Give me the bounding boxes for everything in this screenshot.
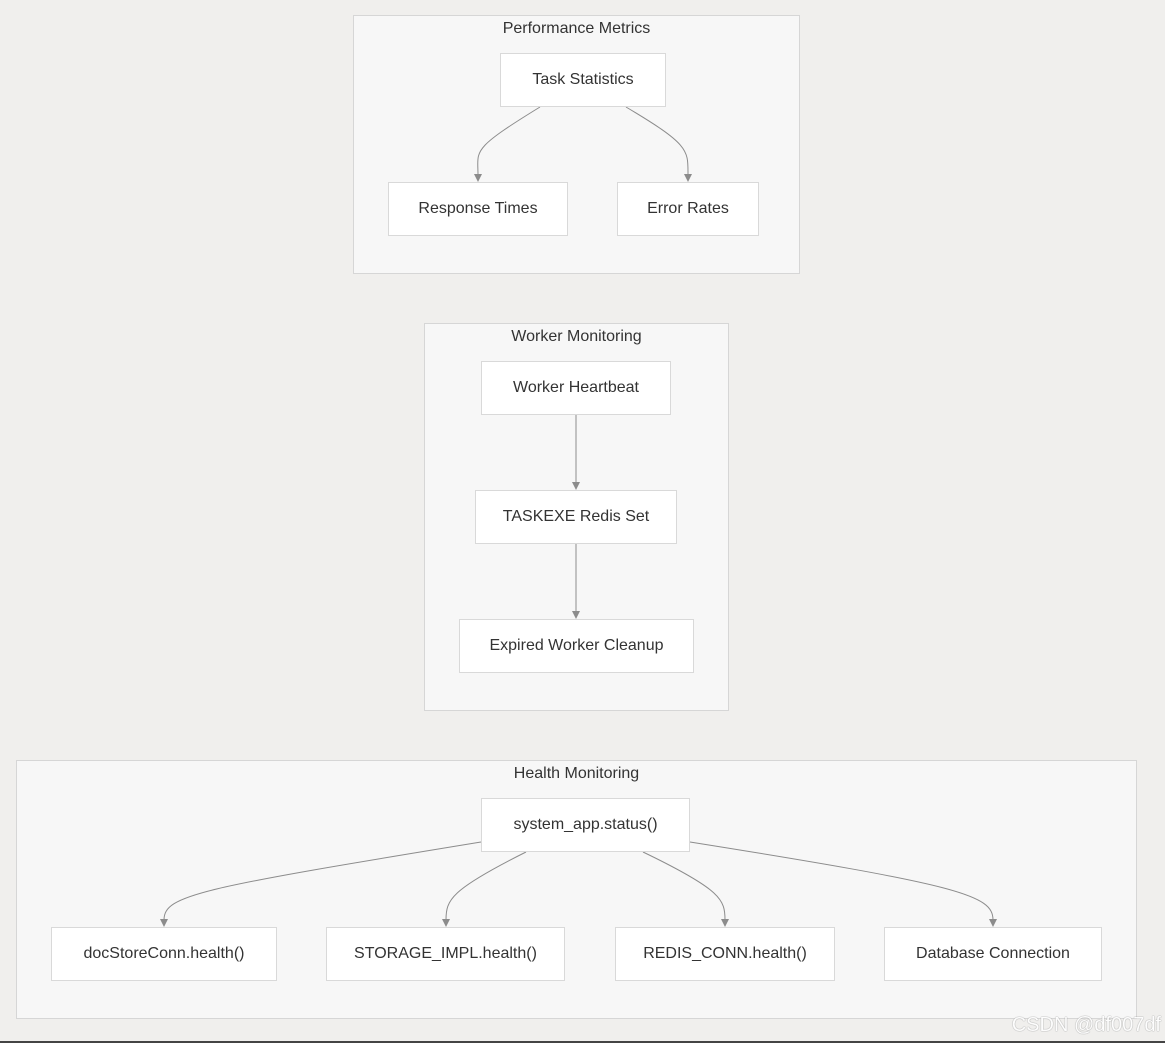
node-label: Worker Heartbeat (513, 379, 639, 396)
node-label: system_app.status() (513, 816, 658, 833)
node-label: Error Rates (647, 200, 729, 217)
node-response-times[interactable]: Response Times (388, 182, 568, 236)
node-error-rates[interactable]: Error Rates (617, 182, 759, 236)
node-database-connection[interactable]: Database Connection (884, 927, 1102, 981)
watermark: CSDN @df007df (1011, 1014, 1161, 1036)
bottom-border (0, 1041, 1165, 1043)
node-redis-conn-health[interactable]: REDIS_CONN.health() (615, 927, 835, 981)
node-label: Response Times (418, 200, 538, 217)
node-label: docStoreConn.health() (83, 945, 245, 962)
node-storage-impl-health[interactable]: STORAGE_IMPL.health() (326, 927, 565, 981)
cluster-title: Health Monitoring (513, 765, 640, 782)
node-label: REDIS_CONN.health() (643, 945, 807, 962)
node-system-app-status[interactable]: system_app.status() (481, 798, 690, 852)
cluster-title: Worker Monitoring (511, 328, 642, 345)
node-label: Database Connection (916, 945, 1070, 962)
node-label: STORAGE_IMPL.health() (354, 945, 537, 962)
cluster-title: Performance Metrics (502, 20, 651, 37)
node-expired-worker-cleanup[interactable]: Expired Worker Cleanup (459, 619, 694, 673)
node-taskexe-redis-set[interactable]: TASKEXE Redis Set (475, 490, 677, 544)
node-label: Task Statistics (532, 71, 634, 88)
node-label: TASKEXE Redis Set (502, 508, 650, 525)
node-docstore-health[interactable]: docStoreConn.health() (51, 927, 277, 981)
node-task-statistics[interactable]: Task Statistics (500, 53, 666, 107)
node-label: Expired Worker Cleanup (489, 637, 664, 654)
node-worker-heartbeat[interactable]: Worker Heartbeat (481, 361, 671, 415)
